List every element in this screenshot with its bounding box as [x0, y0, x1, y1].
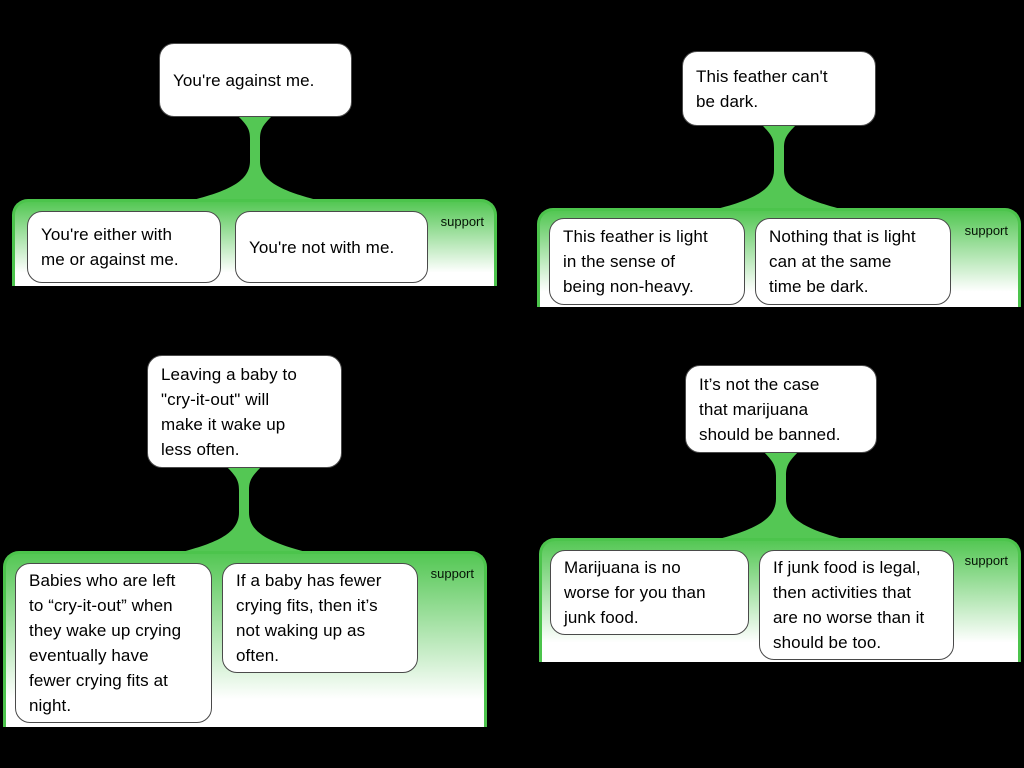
premise-text: If a baby has fewer crying fits, then it… — [236, 571, 382, 665]
premise-node[interactable]: You're either with me or against me. — [27, 211, 221, 283]
premise-node[interactable]: Babies who are left to “cry-it-out” when… — [15, 563, 212, 723]
premise-text: You're either with me or against me. — [41, 225, 179, 269]
claim-text: You're against me. — [173, 70, 315, 90]
premise-text: Babies who are left to “cry-it-out” when… — [29, 571, 182, 715]
premise-node[interactable]: If a baby has fewer crying fits, then it… — [222, 563, 418, 673]
premise-text: If junk food is legal, then activities t… — [773, 558, 925, 652]
premise-text: Marijuana is no worse for you than junk … — [564, 558, 706, 627]
premise-node[interactable]: Marijuana is no worse for you than junk … — [550, 550, 749, 635]
premise-node[interactable]: You're not with me. — [235, 211, 428, 283]
support-edge-funnel[interactable] — [711, 451, 851, 540]
premise-text: This feather is light in the sense of be… — [563, 227, 708, 296]
support-edge-label: support — [440, 214, 484, 229]
claim-text: It’s not the case that marijuana should … — [699, 374, 841, 444]
premise-node[interactable]: If junk food is legal, then activities t… — [759, 550, 954, 660]
claim-node[interactable]: It’s not the case that marijuana should … — [685, 365, 877, 453]
premise-node[interactable]: This feather is light in the sense of be… — [549, 218, 745, 305]
premise-text: Nothing that is light can at the same ti… — [769, 227, 916, 296]
support-edge-label: support — [430, 566, 474, 581]
claim-text: This feather can't be dark. — [696, 66, 828, 111]
claim-node[interactable]: You're against me. — [159, 43, 352, 117]
claim-node[interactable]: Leaving a baby to "cry-it-out" will make… — [147, 355, 342, 468]
premise-node[interactable]: Nothing that is light can at the same ti… — [755, 218, 951, 305]
support-edge-label: support — [964, 223, 1008, 238]
support-edge-label: support — [964, 553, 1008, 568]
support-edge-funnel[interactable] — [174, 466, 314, 553]
support-edge-funnel[interactable] — [185, 115, 325, 201]
premise-text: You're not with me. — [249, 237, 395, 257]
claim-text: Leaving a baby to "cry-it-out" will make… — [161, 364, 297, 459]
support-edge-funnel[interactable] — [709, 124, 849, 210]
claim-node[interactable]: This feather can't be dark. — [682, 51, 876, 126]
